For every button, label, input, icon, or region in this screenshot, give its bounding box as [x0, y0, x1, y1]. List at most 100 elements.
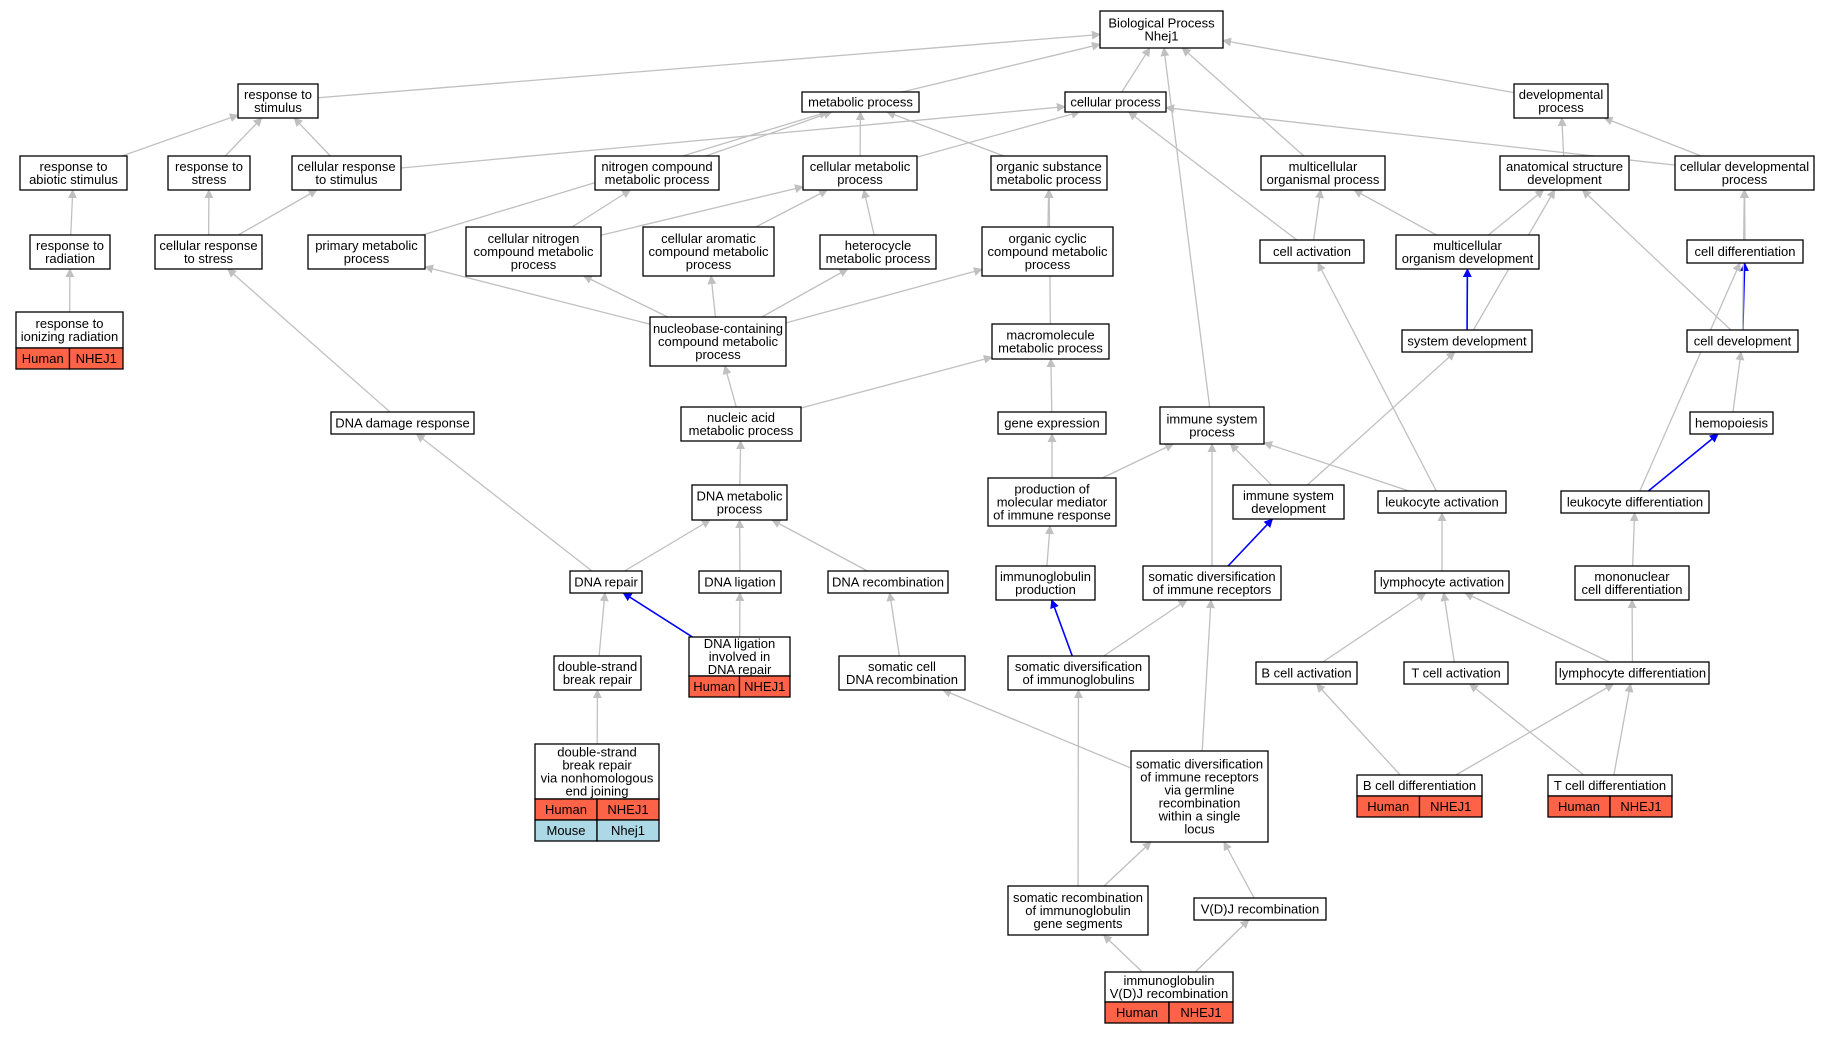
is-a-edge — [1127, 111, 1298, 241]
go-term-b-cell-activation[interactable]: B cell activation — [1255, 661, 1358, 685]
go-term-box — [167, 155, 251, 191]
go-term-label-line: DNA ligation — [704, 575, 776, 590]
go-term-lymphocyte-activation[interactable]: lymphocyte activation — [1374, 570, 1510, 594]
go-term-leukocyte-activation[interactable]: leukocyte activation — [1377, 490, 1507, 514]
go-term-t-cell-activation[interactable]: T cell activation — [1403, 661, 1509, 685]
go-term-box — [642, 226, 775, 277]
go-term-label-line: nucleic acid — [707, 410, 775, 425]
go-term-lymphocyte-differentiation[interactable]: lymphocyte differentiation — [1555, 661, 1710, 685]
go-term-cell-differentiation[interactable]: cell differentiation — [1686, 239, 1804, 264]
go-term-box — [990, 155, 1108, 191]
gene-cell — [68, 347, 124, 370]
go-term-dna-ligation[interactable]: DNA ligation — [698, 570, 782, 594]
go-term-label-line: multicellular — [1289, 159, 1358, 174]
go-term-gene-expression[interactable]: gene expression — [997, 411, 1107, 435]
go-term-dna-repair[interactable]: DNA repair — [569, 570, 643, 594]
go-term-cell-development[interactable]: cell development — [1686, 329, 1799, 353]
go-term-metabolic-process[interactable]: metabolic process — [801, 91, 920, 113]
go-term-label-line: process — [1538, 100, 1584, 115]
is-a-edge — [736, 440, 746, 486]
go-term-leukocyte-differentiation[interactable]: leukocyte differentiation — [1560, 490, 1710, 514]
go-term-hemopoiesis[interactable]: hemopoiesis — [1689, 411, 1774, 435]
go-term-label-line: of immune response — [993, 508, 1111, 523]
is-a-edge — [861, 189, 875, 236]
go-term-label-line: involved in — [709, 649, 770, 664]
go-term-vdj-recombination[interactable]: V(D)J recombination — [1193, 897, 1327, 921]
go-term-box — [307, 234, 426, 270]
is-a-edge — [1581, 189, 1732, 331]
go-term-box — [1403, 661, 1509, 685]
is-a-edge — [600, 184, 804, 236]
go-term-box — [1232, 484, 1345, 520]
go-term-system-development[interactable]: system development — [1401, 329, 1533, 353]
go-term-box — [1374, 570, 1510, 594]
go-term-label-line: via nonhomologous — [541, 771, 654, 786]
go-term-dna-recombination[interactable]: DNA recombination — [827, 570, 949, 594]
go-term-box — [1513, 83, 1609, 119]
is-a-edge — [224, 117, 263, 157]
go-term-box — [1104, 971, 1234, 1003]
go-term-box — [1401, 329, 1533, 353]
go-term-label-line: macromolecule — [1006, 328, 1094, 343]
go-term-box — [154, 234, 263, 270]
go-term-dna-damage-response[interactable]: DNA damage response — [330, 411, 475, 435]
go-term-label-line: metabolic process — [826, 251, 931, 266]
species-label: Human — [22, 351, 64, 366]
go-term-cellular-process[interactable]: cellular process — [1064, 91, 1167, 113]
go-term-label-line: mononuclear — [1594, 569, 1670, 584]
is-a-edge — [761, 268, 849, 318]
go-term-cell-activation[interactable]: cell activation — [1259, 239, 1365, 264]
go-term-label-line: break repair — [563, 672, 633, 687]
go-term-label-line: compound metabolic — [988, 244, 1108, 259]
go-term-box — [1193, 897, 1327, 921]
go-term-label-line: leukocyte differentiation — [1567, 495, 1703, 510]
is-a-edge — [1487, 189, 1545, 236]
go-term-label-line: DNA metabolic — [697, 489, 783, 504]
go-term-label-line: cell activation — [1273, 244, 1351, 259]
